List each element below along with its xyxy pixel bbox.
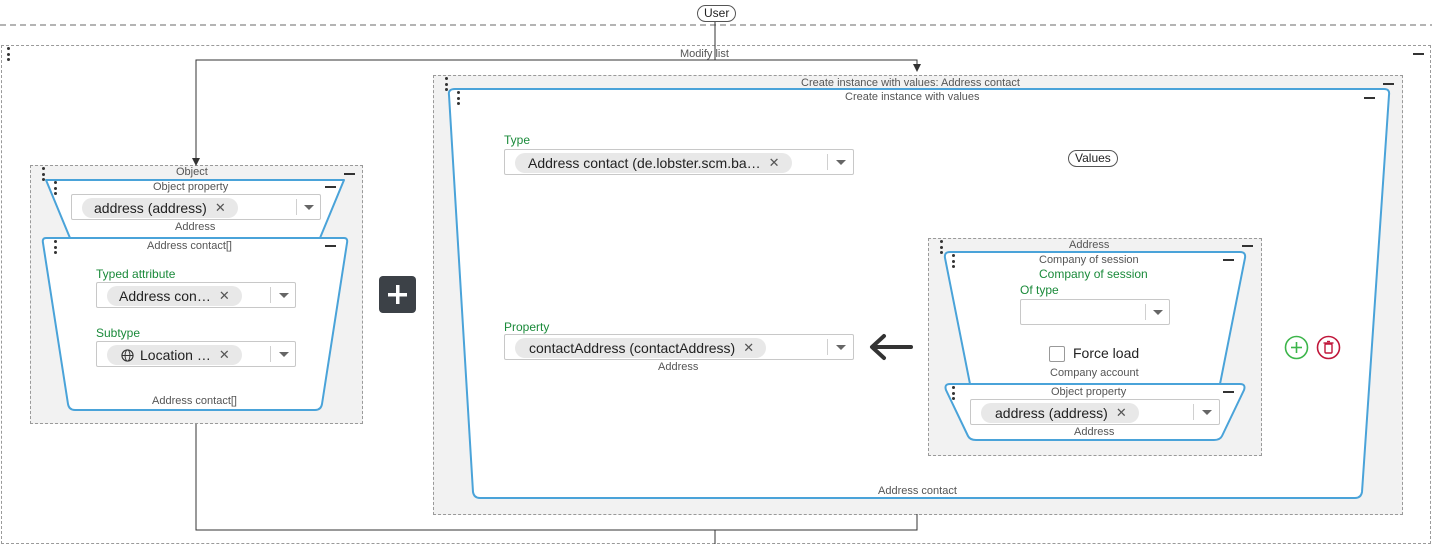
address-object-property-title: Object property bbox=[1051, 386, 1127, 398]
property-chip: contactAddress (contactAddress) ✕ bbox=[515, 338, 767, 358]
subtype-chip-label: Location … bbox=[140, 347, 211, 363]
object-property-chip-label: address (address) bbox=[94, 200, 207, 216]
company-session-heading: Company of session bbox=[1039, 267, 1148, 281]
type-select[interactable]: Address contact (de.lobster.scm.ba… ✕ bbox=[504, 149, 854, 175]
globe-icon bbox=[121, 348, 134, 362]
company-session-menu-icon[interactable] bbox=[951, 254, 955, 268]
chevron-down-icon[interactable] bbox=[836, 160, 846, 165]
modify-list-menu-icon[interactable] bbox=[6, 47, 10, 61]
typed-attribute-chip-label: Address con… bbox=[119, 288, 211, 304]
chevron-down-icon[interactable] bbox=[304, 205, 314, 210]
address-menu-icon[interactable] bbox=[939, 240, 943, 254]
remove-chip-icon[interactable]: ✕ bbox=[214, 200, 226, 215]
force-load-label: Force load bbox=[1073, 345, 1140, 361]
of-type-select[interactable] bbox=[1020, 299, 1170, 325]
create-inner-collapse-icon[interactable] bbox=[1364, 97, 1375, 99]
create-outer-collapse-icon[interactable] bbox=[1383, 83, 1394, 85]
remove-chip-icon[interactable]: ✕ bbox=[743, 340, 755, 355]
create-inner-title: Create instance with values bbox=[845, 91, 980, 103]
arrow-left-icon bbox=[870, 334, 913, 360]
add-circle-icon[interactable] bbox=[1284, 335, 1309, 360]
object-title: Object bbox=[176, 166, 208, 178]
force-load-checkbox[interactable] bbox=[1049, 346, 1065, 362]
remove-chip-icon[interactable]: ✕ bbox=[768, 155, 780, 170]
chevron-down-icon[interactable] bbox=[1202, 410, 1212, 415]
add-button[interactable] bbox=[379, 276, 416, 313]
address-contact-collapse-icon[interactable] bbox=[325, 245, 336, 247]
property-caption: Address bbox=[658, 361, 699, 373]
company-session-caption: Company account bbox=[1050, 367, 1139, 379]
type-label: Type bbox=[504, 133, 531, 147]
object-property-collapse-icon[interactable] bbox=[325, 186, 336, 188]
address-object-property-caption: Address bbox=[1074, 426, 1115, 438]
address-object-property-chip-label: address (address) bbox=[995, 405, 1108, 421]
address-contact-caption: Address contact[] bbox=[152, 395, 237, 407]
typed-attribute-select[interactable]: Address con… ✕ bbox=[96, 282, 296, 308]
typed-attribute-chip: Address con… ✕ bbox=[107, 286, 242, 306]
object-collapse-icon[interactable] bbox=[344, 173, 355, 175]
address-object-property-collapse-icon[interactable] bbox=[1223, 391, 1234, 393]
object-property-caption: Address bbox=[175, 221, 216, 233]
company-session-collapse-icon[interactable] bbox=[1223, 259, 1234, 261]
subtype-select[interactable]: Location … ✕ bbox=[96, 341, 296, 367]
address-object-property-chip: address (address) ✕ bbox=[981, 403, 1139, 423]
object-property-select[interactable]: address (address) ✕ bbox=[71, 194, 321, 220]
subtype-chip: Location … ✕ bbox=[107, 345, 242, 365]
property-select[interactable]: contactAddress (contactAddress) ✕ bbox=[504, 334, 854, 360]
chevron-down-icon[interactable] bbox=[279, 293, 289, 298]
object-property-title: Object property bbox=[153, 181, 229, 193]
address-collapse-icon[interactable] bbox=[1242, 245, 1253, 247]
typed-attribute-label: Typed attribute bbox=[96, 267, 176, 281]
create-inner-caption: Address contact bbox=[878, 485, 957, 497]
chevron-down-icon[interactable] bbox=[279, 352, 289, 357]
chevron-down-icon[interactable] bbox=[1153, 310, 1163, 315]
property-label: Property bbox=[504, 320, 550, 334]
values-label: Values bbox=[1068, 150, 1118, 167]
address-object-property-select[interactable]: address (address) ✕ bbox=[970, 399, 1220, 425]
object-property-menu-icon[interactable] bbox=[53, 181, 57, 195]
remove-chip-icon[interactable]: ✕ bbox=[218, 347, 230, 362]
address-title: Address bbox=[1069, 239, 1110, 251]
type-chip: Address contact (de.lobster.scm.ba… ✕ bbox=[515, 153, 792, 173]
of-type-label: Of type bbox=[1020, 283, 1059, 297]
property-chip-label: contactAddress (contactAddress) bbox=[529, 340, 736, 356]
object-property-chip: address (address) ✕ bbox=[82, 198, 238, 218]
user-label: User bbox=[697, 5, 737, 22]
remove-chip-icon[interactable]: ✕ bbox=[218, 288, 230, 303]
address-contact-menu-icon[interactable] bbox=[53, 240, 57, 254]
address-object-property-menu-icon[interactable] bbox=[951, 386, 955, 400]
modify-list-title: Modify list bbox=[680, 48, 729, 60]
create-inner-menu-icon[interactable] bbox=[456, 91, 460, 105]
chevron-down-icon[interactable] bbox=[836, 345, 846, 350]
create-outer-menu-icon[interactable] bbox=[444, 77, 448, 91]
plus-icon bbox=[388, 285, 407, 304]
remove-chip-icon[interactable]: ✕ bbox=[1115, 405, 1127, 420]
company-session-title: Company of session bbox=[1039, 254, 1139, 266]
object-menu-icon[interactable] bbox=[41, 167, 45, 181]
modify-list-collapse-icon[interactable] bbox=[1413, 53, 1424, 55]
type-chip-label: Address contact (de.lobster.scm.ba… bbox=[528, 155, 761, 171]
create-outer-title: Create instance with values: Address con… bbox=[801, 77, 1020, 89]
address-contact-title: Address contact[] bbox=[147, 240, 232, 252]
trash-icon[interactable] bbox=[1316, 335, 1341, 360]
subtype-label: Subtype bbox=[96, 326, 141, 340]
